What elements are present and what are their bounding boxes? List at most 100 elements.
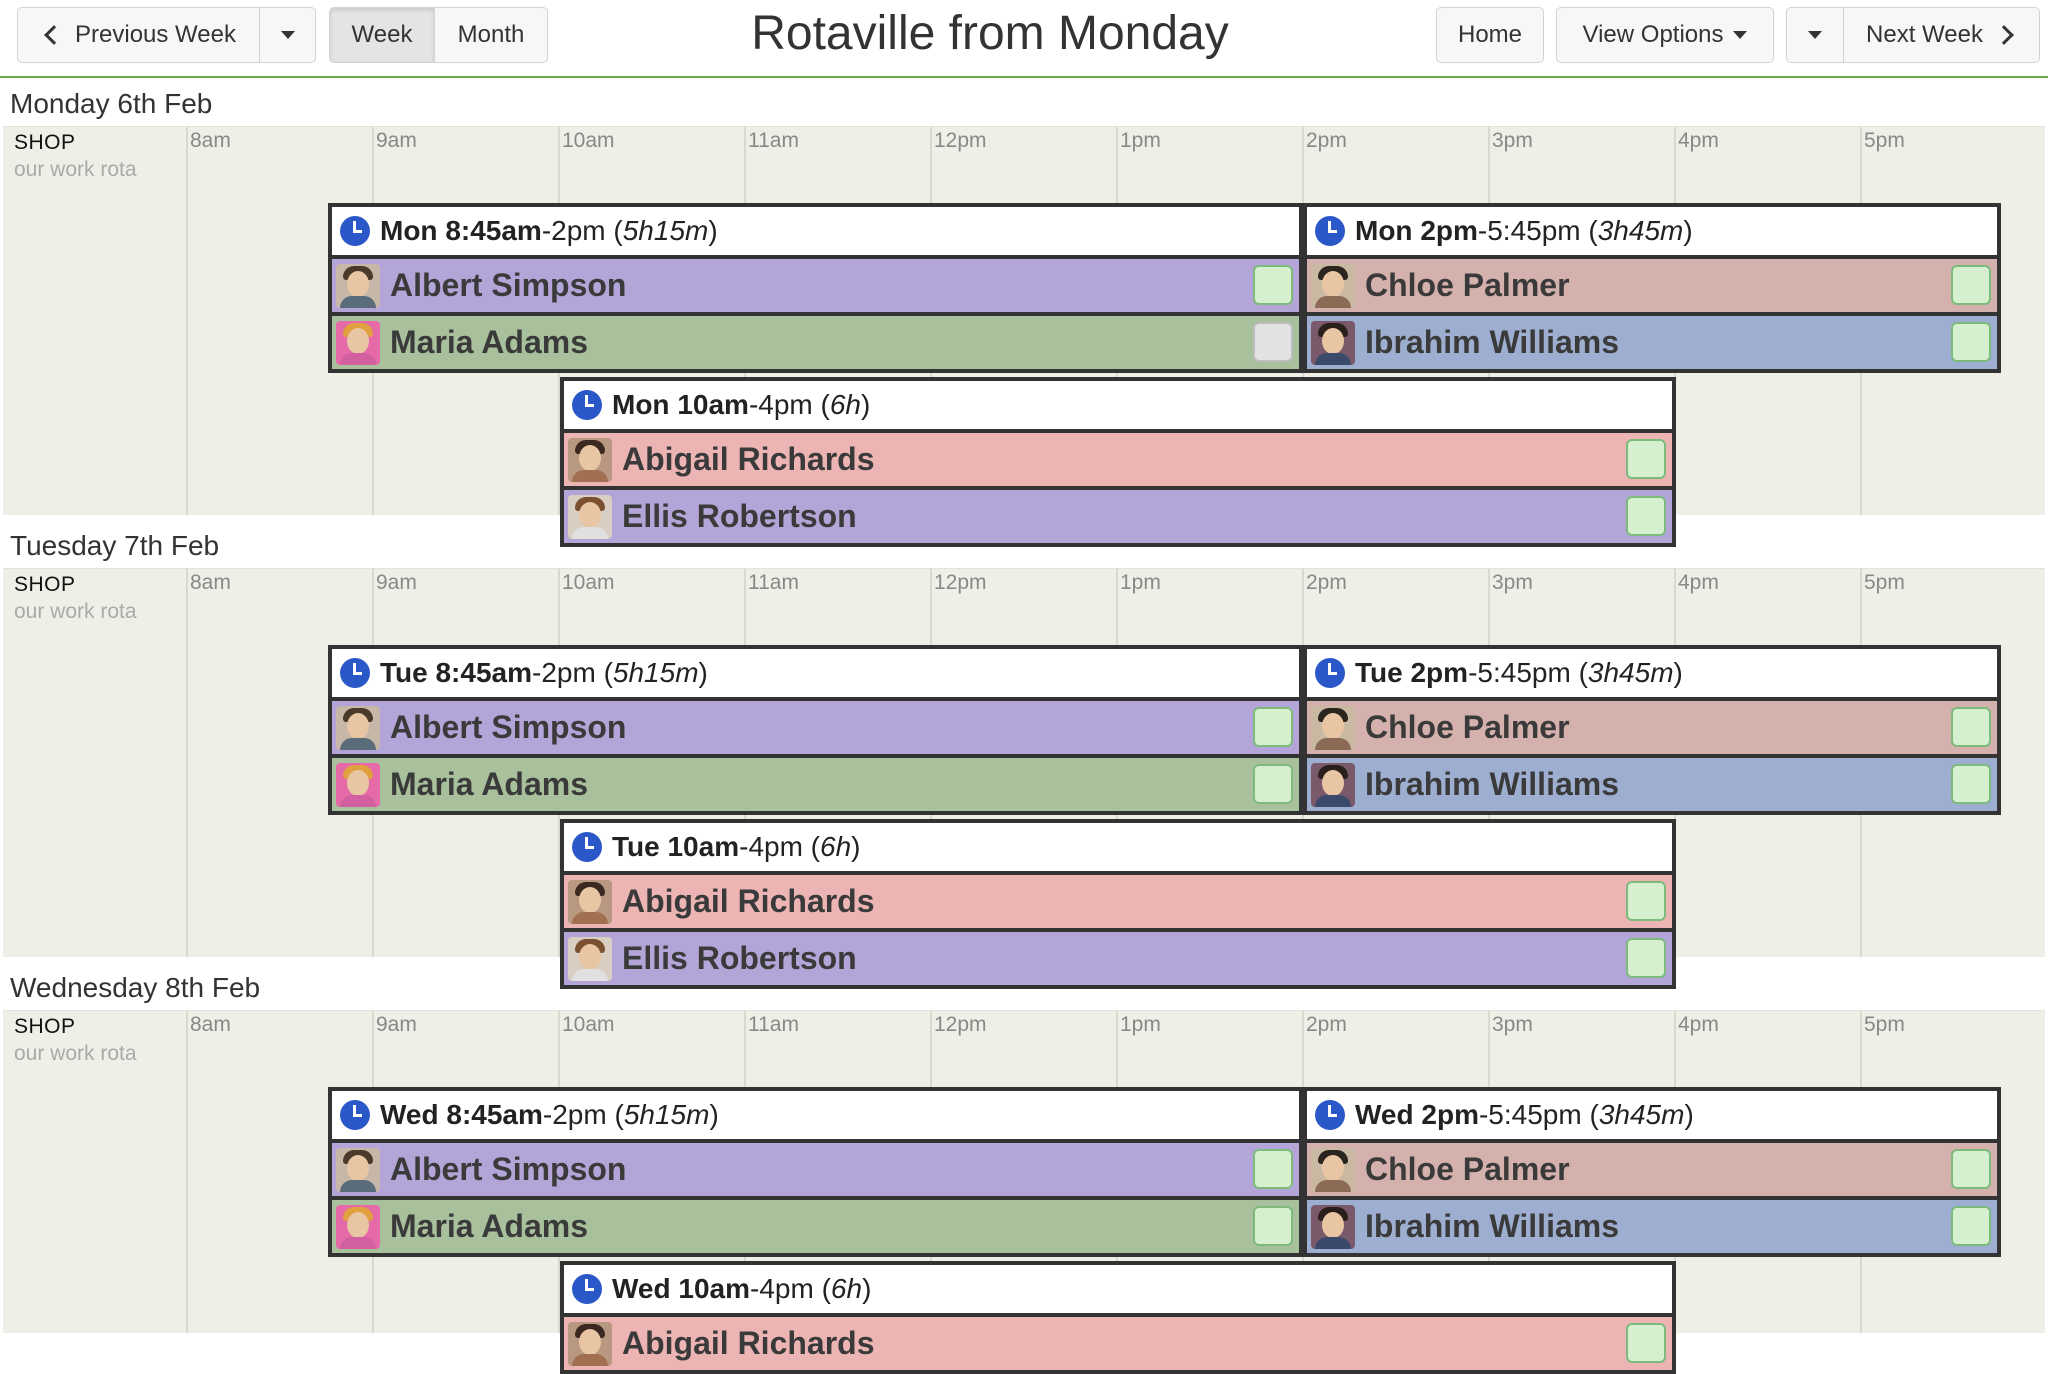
shift-day: Wed — [1355, 1099, 1414, 1130]
hour-label: 12pm — [934, 129, 987, 152]
hour-label: 9am — [376, 1013, 417, 1036]
avatar — [1311, 762, 1355, 807]
confirm-checkbox[interactable] — [1951, 1206, 1991, 1246]
staff-name: Ibrahim Williams — [1365, 766, 1619, 802]
staff-row-albert-simpson[interactable]: Albert Simpson — [332, 1143, 1299, 1196]
shift-day: Wed — [380, 1099, 439, 1130]
previous-week-dropdown[interactable] — [260, 7, 316, 63]
staff-row-ellis-robertson[interactable]: Ellis Robertson — [564, 932, 1672, 985]
avatar — [568, 936, 612, 981]
staff-row-maria-adams[interactable]: Maria Adams — [332, 316, 1299, 369]
shift-start: 8:45am — [445, 215, 542, 246]
confirm-checkbox[interactable] — [1951, 265, 1991, 305]
shift-end: 2pm — [552, 1099, 607, 1130]
staff-row-albert-simpson[interactable]: Albert Simpson — [332, 259, 1299, 312]
staff-row-ibrahim-williams[interactable]: Ibrahim Williams — [1307, 1200, 1997, 1253]
hour-label: 1pm — [1120, 129, 1161, 152]
shift-block[interactable]: Mon 2pm - 5:45pm (3h45m) Chloe Palmer Ib… — [1303, 203, 2001, 373]
shift-block[interactable]: Mon 8:45am - 2pm (5h15m) Albert Simpson … — [328, 203, 1303, 373]
clock-icon — [572, 390, 602, 420]
confirm-checkbox[interactable] — [1626, 439, 1666, 479]
staff-row-ibrahim-williams[interactable]: Ibrahim Williams — [1307, 758, 1997, 811]
confirm-checkbox[interactable] — [1951, 707, 1991, 747]
confirm-checkbox[interactable] — [1253, 1206, 1293, 1246]
hour-label: 5pm — [1864, 1013, 1905, 1036]
hour-label: 5pm — [1864, 571, 1905, 594]
shop-subtitle: our work rota — [14, 600, 137, 623]
home-button[interactable]: Home — [1436, 7, 1544, 63]
shift-duration: 5h15m — [622, 215, 709, 246]
hour-gridline — [186, 569, 188, 957]
shift-block[interactable]: Wed 8:45am - 2pm (5h15m) Albert Simpson … — [328, 1087, 1303, 1257]
staff-row-abigail-richards[interactable]: Abigail Richards — [564, 1317, 1672, 1370]
avatar — [568, 437, 612, 482]
staff-row-maria-adams[interactable]: Maria Adams — [332, 758, 1299, 811]
staff-row-chloe-palmer[interactable]: Chloe Palmer — [1307, 1143, 1997, 1196]
hour-label: 3pm — [1492, 1013, 1533, 1036]
confirm-checkbox[interactable] — [1253, 1149, 1293, 1189]
staff-row-abigail-richards[interactable]: Abigail Richards — [564, 875, 1672, 928]
hour-gridline — [186, 127, 188, 515]
shift-day: Tue — [612, 831, 660, 862]
staff-row-abigail-richards[interactable]: Abigail Richards — [564, 433, 1672, 486]
avatar — [336, 762, 380, 807]
staff-row-chloe-palmer[interactable]: Chloe Palmer — [1307, 259, 1997, 312]
confirm-checkbox[interactable] — [1626, 938, 1666, 978]
staff-row-ibrahim-williams[interactable]: Ibrahim Williams — [1307, 316, 1997, 369]
confirm-checkbox[interactable] — [1626, 1323, 1666, 1363]
day-title: Tuesday 7th Feb — [10, 530, 220, 561]
view-options-button[interactable]: View Options — [1556, 7, 1774, 63]
hour-label: 3pm — [1492, 129, 1533, 152]
avatar — [336, 705, 380, 750]
staff-name: Ibrahim Williams — [1365, 324, 1619, 360]
next-week-button[interactable]: Next Week — [1844, 7, 2040, 63]
shift-block[interactable]: Tue 10am - 4pm (6h) Abigail Richards Ell… — [560, 819, 1676, 989]
shift-duration: 3h45m — [1598, 1099, 1685, 1130]
tab-month[interactable]: Month — [435, 7, 548, 63]
shift-block[interactable]: Tue 8:45am - 2pm (5h15m) Albert Simpson … — [328, 645, 1303, 815]
shift-block[interactable]: Wed 2pm - 5:45pm (3h45m) Chloe Palmer Ib… — [1303, 1087, 2001, 1257]
staff-name: Maria Adams — [390, 766, 588, 802]
hour-label: 10am — [562, 1013, 615, 1036]
shift-duration: 5h15m — [623, 1099, 710, 1130]
confirm-checkbox[interactable] — [1951, 764, 1991, 804]
previous-week-button[interactable]: Previous Week — [17, 7, 260, 63]
staff-row-albert-simpson[interactable]: Albert Simpson — [332, 701, 1299, 754]
shift-header: Tue 10am - 4pm (6h) — [564, 823, 1672, 871]
staff-name: Albert Simpson — [390, 267, 627, 303]
shift-header: Mon 8:45am - 2pm (5h15m) — [332, 207, 1299, 255]
shift-day: Mon — [612, 389, 670, 420]
confirm-checkbox[interactable] — [1626, 496, 1666, 536]
hour-label: 1pm — [1120, 1013, 1161, 1036]
shift-start: 8:45am — [446, 1099, 543, 1130]
next-week-dropdown[interactable] — [1786, 7, 1844, 63]
staff-name: Ibrahim Williams — [1365, 1208, 1619, 1244]
staff-row-maria-adams[interactable]: Maria Adams — [332, 1200, 1299, 1253]
hour-label: 2pm — [1306, 129, 1347, 152]
confirm-checkbox[interactable] — [1626, 881, 1666, 921]
confirm-checkbox[interactable] — [1253, 322, 1293, 362]
hour-label: 12pm — [934, 571, 987, 594]
clock-icon — [340, 216, 370, 246]
hour-label: 9am — [376, 571, 417, 594]
shift-block[interactable]: Wed 10am - 4pm (6h) Abigail Richards — [560, 1261, 1676, 1374]
shift-block[interactable]: Tue 2pm - 5:45pm (3h45m) Chloe Palmer Ib… — [1303, 645, 2001, 815]
avatar — [1311, 1204, 1355, 1249]
hour-gridline — [186, 1011, 188, 1333]
hour-label: 10am — [562, 129, 615, 152]
avatar — [1311, 320, 1355, 365]
staff-row-ellis-robertson[interactable]: Ellis Robertson — [564, 490, 1672, 543]
shift-block[interactable]: Mon 10am - 4pm (6h) Abigail Richards Ell… — [560, 377, 1676, 547]
tab-week[interactable]: Week — [329, 7, 435, 63]
confirm-checkbox[interactable] — [1253, 265, 1293, 305]
shift-header: Wed 8:45am - 2pm (5h15m) — [332, 1091, 1299, 1139]
confirm-checkbox[interactable] — [1253, 764, 1293, 804]
confirm-checkbox[interactable] — [1253, 707, 1293, 747]
caret-down-icon — [1808, 31, 1822, 39]
staff-name: Chloe Palmer — [1365, 709, 1570, 745]
confirm-checkbox[interactable] — [1951, 322, 1991, 362]
confirm-checkbox[interactable] — [1951, 1149, 1991, 1189]
staff-row-chloe-palmer[interactable]: Chloe Palmer — [1307, 701, 1997, 754]
